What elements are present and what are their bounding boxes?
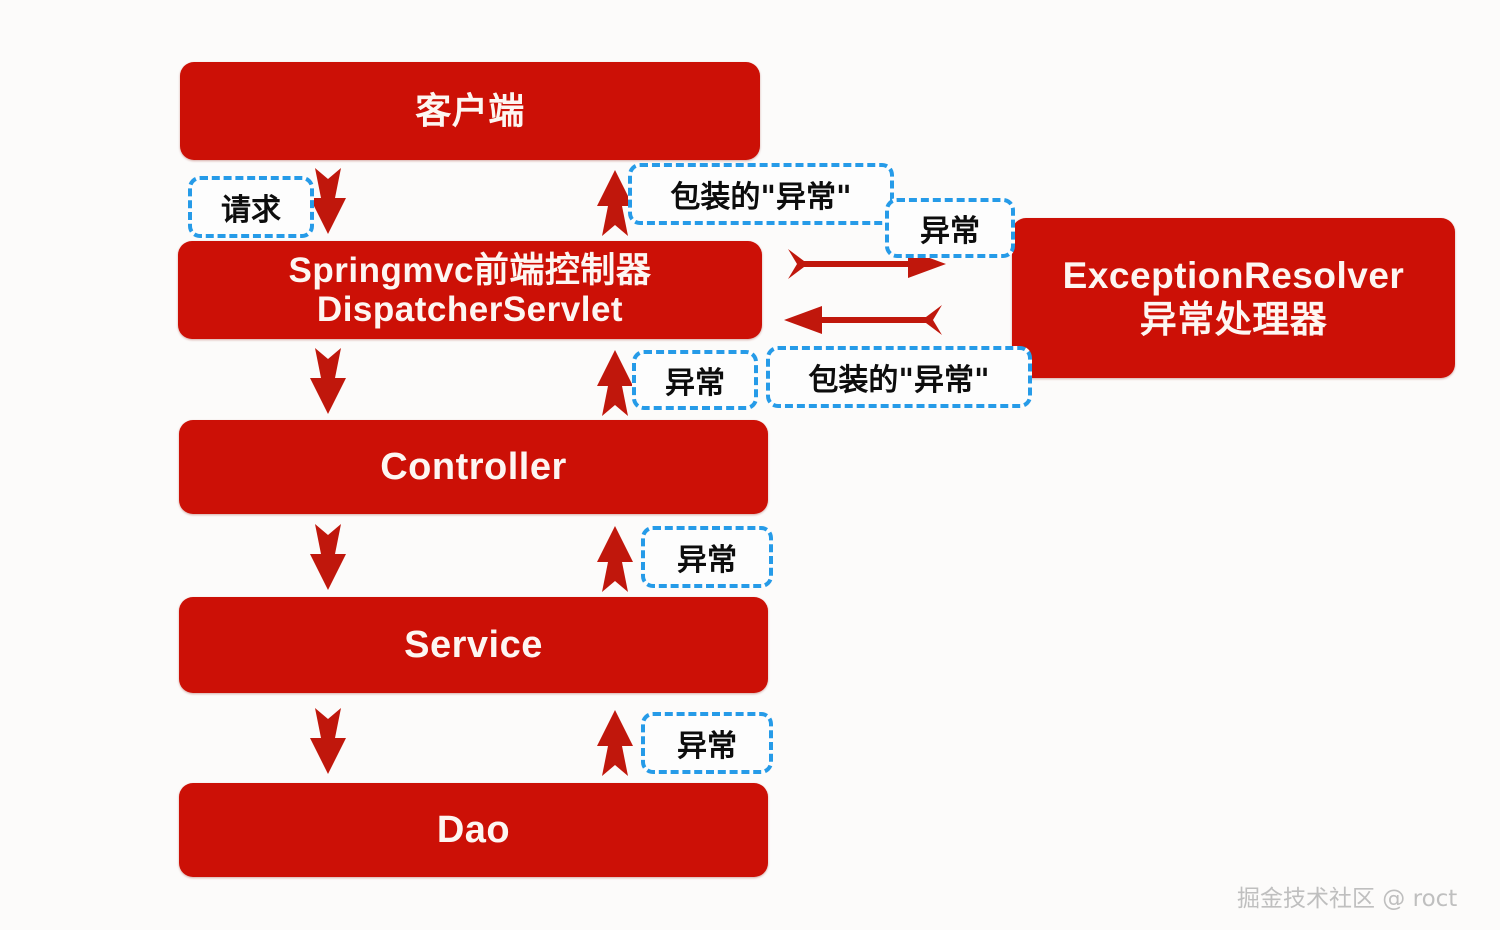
node-service[interactable]: Service — [179, 597, 768, 693]
label-request-text: 请求 — [221, 193, 281, 228]
arrow-dao-to-service — [595, 708, 635, 776]
label-wrapped-exception-top[interactable]: 包装的"异常" — [628, 163, 894, 225]
label-request[interactable]: 请求 — [188, 176, 314, 238]
label-wrapped-exception-bottom[interactable]: 包装的"异常" — [766, 346, 1032, 408]
node-exception-resolver[interactable]: ExceptionResolver 异常处理器 — [1012, 218, 1455, 378]
label-exception-to-resolver[interactable]: 异常 — [885, 198, 1015, 258]
arrow-dispatcher-to-controller — [308, 348, 348, 416]
arrow-service-to-dao — [308, 708, 348, 776]
label-exception-controller-text: 异常 — [677, 543, 737, 578]
node-resolver-label-line1: ExceptionResolver — [1062, 254, 1405, 296]
label-exception-dispatcher[interactable]: 异常 — [632, 350, 758, 410]
watermark-text: 掘金技术社区 @ roct — [1237, 886, 1458, 912]
arrow-dispatcher-to-resolver — [788, 247, 948, 281]
arrow-client-to-dispatcher — [308, 168, 348, 236]
label-exception-service[interactable]: 异常 — [641, 712, 773, 774]
label-exception-dispatcher-text: 异常 — [665, 366, 725, 401]
label-wrapped-exception-bottom-text: 包装的"异常" — [808, 363, 990, 398]
node-service-label: Service — [404, 623, 543, 666]
label-exception-service-text: 异常 — [677, 729, 737, 764]
arrow-dispatcher-to-client — [595, 168, 635, 236]
node-dispatcher-label-line1: Springmvc前端控制器 — [288, 250, 652, 290]
watermark: 掘金技术社区 @ roct — [1237, 879, 1457, 913]
node-client-label: 客户端 — [415, 89, 525, 131]
arrow-controller-to-service — [308, 524, 348, 592]
arrow-service-to-controller — [595, 524, 635, 592]
node-controller-label: Controller — [380, 445, 567, 488]
node-dao[interactable]: Dao — [179, 783, 768, 877]
label-exception-controller[interactable]: 异常 — [641, 526, 773, 588]
node-dispatcher-label-line2: DispatcherServlet — [316, 290, 624, 329]
label-wrapped-exception-top-text: 包装的"异常" — [670, 180, 852, 215]
label-exception-to-resolver-text: 异常 — [920, 214, 980, 249]
node-client[interactable]: 客户端 — [180, 62, 760, 160]
node-dispatcher-servlet[interactable]: Springmvc前端控制器 DispatcherServlet — [178, 241, 762, 339]
node-resolver-label-line2: 异常处理器 — [1139, 299, 1328, 340]
arrow-resolver-to-dispatcher — [782, 303, 942, 337]
node-dao-label: Dao — [436, 808, 511, 851]
arrow-controller-to-dispatcher — [595, 348, 635, 416]
node-controller[interactable]: Controller — [179, 420, 768, 514]
